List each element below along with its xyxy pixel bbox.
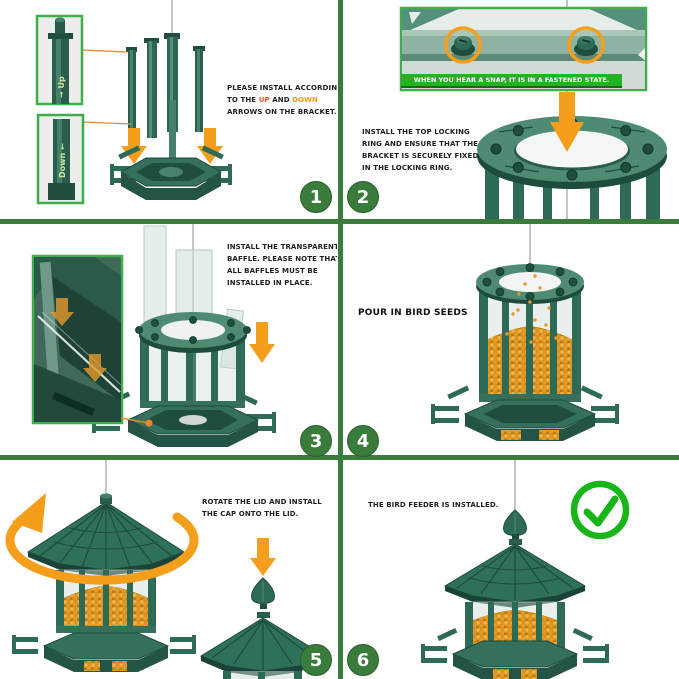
step-1-panel: → Up Down ← PLEASE INSTALL ACCORDING TO … [0, 0, 337, 219]
highlight-circle-icon [567, 26, 605, 64]
step-2-illustration [399, 0, 667, 219]
seed-hopper [476, 263, 584, 402]
down-arrow-icon [121, 128, 147, 164]
step-2-panel: WHEN YOU HEAR A SNAP, IT IS IN A FASTENE… [343, 0, 679, 219]
step-6-illustration [421, 460, 630, 679]
highlight-circle-icon [444, 26, 482, 64]
connector-line [120, 417, 149, 424]
feeder-base [12, 632, 196, 672]
down-bracket-inset: Down ← [36, 113, 85, 205]
assembled-feeder [12, 493, 196, 672]
down-word: DOWN [292, 96, 318, 104]
feeder-base [92, 391, 276, 447]
step-1-instruction: PLEASE INSTALL ACCORDING TO THE UP AND D… [227, 82, 337, 118]
down-label: Down ← [58, 143, 67, 178]
falling-seeds [505, 274, 558, 344]
feeder-base [421, 627, 609, 679]
snap-banner: WHEN YOU HEAR A SNAP, IT IS IN A FASTENE… [401, 74, 622, 88]
instruction-line: INSTALL THE TRANSPARENT [227, 243, 337, 251]
connector-line [82, 121, 132, 125]
instruction-line: BAFFLE. PLEASE NOTE THAT [227, 255, 337, 263]
pagoda-roof [443, 543, 587, 608]
bracket-parts [126, 33, 205, 168]
step-5-instruction: ROTATE THE LID AND INSTALL THE CAP ONTO … [202, 496, 322, 520]
grid-divider-horizontal [0, 455, 679, 460]
locking-ring [477, 116, 667, 189]
rotate-arrow-icon [5, 512, 199, 585]
connector-dot [145, 419, 153, 427]
down-arrow-icon [197, 128, 223, 164]
check-icon [570, 480, 630, 540]
connector-line [81, 49, 128, 53]
down-arrow-icon [550, 92, 584, 152]
step-2-instruction: INSTALL THE TOP LOCKING RING AND ENSURE … [362, 126, 478, 174]
step-6-badge: 6 [347, 644, 379, 676]
grid-divider-horizontal [0, 219, 679, 224]
instruction-line: ALL BAFFLES MUST BE [227, 267, 318, 275]
feeder-base [110, 145, 232, 200]
down-arrow-icon [50, 298, 74, 326]
down-arrow-icon [249, 322, 275, 363]
snap-knob [451, 36, 475, 56]
instruction-line: ARROWS ON THE BRACKET. [227, 108, 337, 116]
instruction-line: RING AND ENSURE THAT THE [362, 140, 479, 148]
instruction-line: THE CAP ONTO THE LID. [202, 510, 299, 518]
down-arrow-icon [250, 538, 276, 576]
instruction-line: IN THE LOCKING RING. [362, 164, 453, 172]
pagoda-roof [26, 501, 186, 576]
baffle-detail-inset [31, 254, 124, 425]
step-1-illustration: → Up Down ← [35, 0, 232, 205]
step-6-instruction: THE BIRD FEEDER IS INSTALLED. [368, 501, 499, 509]
step-3-illustration [31, 224, 276, 447]
step-4-instruction: POUR IN BIRD SEEDS [358, 308, 468, 318]
step-3-panel: INSTALL THE TRANSPARENT BAFFLE. PLEASE N… [0, 224, 337, 455]
step-2-badge: 2 [347, 181, 379, 213]
step-4-badge: 4 [347, 425, 379, 457]
down-arrow-icon [83, 354, 107, 382]
step-4-illustration [431, 224, 619, 441]
feeder-base [431, 385, 619, 441]
instruction-line: BRACKET IS SECURELY FIXED [362, 152, 479, 160]
step-3-instruction: INSTALL THE TRANSPARENT BAFFLE. PLEASE N… [227, 241, 337, 289]
up-bracket-inset: → Up [35, 14, 84, 106]
finished-feeder [421, 509, 609, 679]
step-4-panel: POUR IN BIRD SEEDS [343, 224, 679, 455]
grid-divider-vertical [338, 0, 343, 679]
instruction-line: INSTALL THE TOP LOCKING [362, 128, 470, 136]
step-3-badge: 3 [300, 425, 332, 457]
acorn-cap [503, 509, 527, 539]
step-6-panel: THE BIRD FEEDER IS INSTALLED. [343, 460, 679, 679]
step-5-panel: ROTATE THE LID AND INSTALL THE CAP ONTO … [0, 460, 337, 679]
instruction-line: PLEASE INSTALL ACCORDING [227, 84, 337, 92]
acorn-cap [251, 577, 275, 609]
up-label: → Up [57, 76, 66, 98]
step-1-badge: 1 [300, 181, 332, 213]
instruction-line: INSTALLED IN PLACE. [227, 279, 313, 287]
step-5-badge: 5 [300, 644, 332, 676]
feeder-cage [135, 312, 251, 408]
rotate-arrowhead-icon [12, 493, 46, 533]
instruction-line: TO THE UP AND DOWN [227, 96, 318, 104]
up-word: UP [258, 96, 270, 104]
snap-knob [574, 36, 598, 56]
step-5-illustration [5, 460, 327, 679]
instruction-line: ROTATE THE LID AND INSTALL [202, 498, 322, 506]
